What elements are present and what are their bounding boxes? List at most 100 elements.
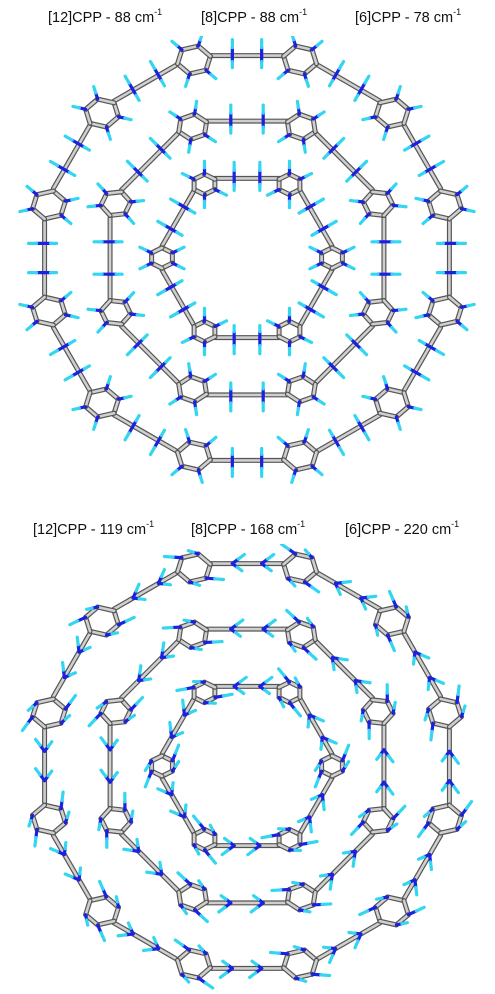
vibration-arrow-tip xyxy=(184,78,190,88)
bond-highlight xyxy=(120,639,181,700)
vibration-arrow-tip xyxy=(264,565,273,573)
phenylene-unit xyxy=(260,826,319,853)
vibration-arrow-tip xyxy=(67,170,77,178)
vibration-arrow-tip xyxy=(65,810,71,820)
bond-highlight xyxy=(197,44,212,58)
vibration-arrow-tip xyxy=(306,719,311,729)
vibration-arrow-tip xyxy=(169,197,180,205)
vibration-arrow-tip xyxy=(466,302,476,308)
bond-highlight xyxy=(150,754,164,763)
vibration-arrow-tip xyxy=(456,684,461,696)
vibration-arrow-tip xyxy=(296,817,306,824)
vibration-arrow-tip xyxy=(194,646,203,652)
vibration-arrow-tip xyxy=(248,836,257,844)
bond-highlight xyxy=(431,803,451,811)
vibration-arrow-tip xyxy=(106,375,112,385)
vibration-arrow-tip xyxy=(267,618,277,627)
vibration-arrow-tip xyxy=(191,814,201,825)
label-sep: - xyxy=(246,9,260,26)
vibration-arrow-tip xyxy=(197,879,204,887)
bond-highlight xyxy=(386,895,406,903)
bond-highlight xyxy=(203,680,217,689)
bond-highlight xyxy=(382,204,395,217)
vibration-arrow-tip xyxy=(143,677,153,682)
bond-highlight xyxy=(315,921,382,961)
vibration-arrow-tip xyxy=(175,731,185,737)
vibration-arrow-tip xyxy=(213,577,226,582)
vibration-arrow-tip xyxy=(48,159,60,168)
label-value: 220 xyxy=(403,521,428,538)
bond-highlight xyxy=(402,108,410,125)
vibration-arrow-tip xyxy=(198,474,204,484)
vibration-arrow-tip xyxy=(314,197,325,205)
vibration-arrow-tip xyxy=(414,885,419,897)
phenylene-unit xyxy=(83,879,121,943)
phenylene-unit xyxy=(170,36,218,88)
vibration-arrow-tip xyxy=(188,301,197,308)
vibration-arrow-tip xyxy=(182,907,189,916)
label-8cpp-top: [8]CPP - 88 cm-1 xyxy=(201,7,307,26)
label-sep: - xyxy=(400,9,414,26)
phenylene-unit xyxy=(71,85,133,141)
vibration-arrow-tip xyxy=(180,171,190,179)
vibration-arrow-tip xyxy=(168,720,173,732)
vibration-arrow-tip xyxy=(137,597,147,602)
bond-highlight xyxy=(313,324,374,385)
vibration-arrow-tip xyxy=(176,264,186,271)
vibration-arrow-tip xyxy=(251,894,260,901)
vibration-arrow-tip xyxy=(336,587,342,597)
bond-highlight xyxy=(177,891,183,907)
vibration-arrow-tip xyxy=(176,871,186,881)
label-unit: cm xyxy=(134,9,155,26)
vibration-arrow-tip xyxy=(265,319,275,326)
vibration-arrow-tip xyxy=(343,759,351,768)
vibration-arrow-tip xyxy=(423,712,429,722)
phenylene-unit xyxy=(284,608,318,661)
vibration-arrow-tip xyxy=(345,333,353,341)
vibration-arrow-tip xyxy=(162,582,172,587)
panel-bottom: [12]CPP - 119 cm-1 [8]CPP - 168 cm-1 [6]… xyxy=(0,497,495,994)
vibration-arrow-tip xyxy=(336,370,346,380)
vibration-arrow-tip xyxy=(95,703,104,710)
vibration-arrow-tip xyxy=(78,866,83,876)
vibration-arrow-tip xyxy=(246,848,256,857)
vibration-arrow-tip xyxy=(337,59,346,71)
bond-highlight xyxy=(311,117,317,133)
vibration-arrow-tip xyxy=(317,398,326,406)
bond-highlight xyxy=(386,387,406,395)
vibration-arrow-tip xyxy=(71,104,81,110)
vibration-arrow-tip xyxy=(20,721,30,733)
vibration-arrow-tip xyxy=(134,93,141,103)
vibration-arrow-tip xyxy=(170,39,179,48)
vibration-arrow-tip xyxy=(382,131,388,141)
bond-highlight xyxy=(298,189,334,248)
bond-highlight xyxy=(35,319,55,327)
label-value: 88 xyxy=(259,9,276,26)
bond-highlight xyxy=(120,324,181,385)
vibration-arrow-tip xyxy=(198,36,204,42)
vibration-arrow-tip xyxy=(327,78,335,88)
vibration-arrow-tip xyxy=(374,628,380,637)
vibration-arrow-tip xyxy=(310,279,319,286)
bond-highlight xyxy=(298,697,334,756)
vibration-arrow-tip xyxy=(348,313,359,318)
bond-highlight xyxy=(303,570,318,584)
bond-highlight xyxy=(282,966,297,980)
vibration-arrow-tip xyxy=(420,134,431,142)
vibration-arrow-tip xyxy=(82,145,92,152)
bond-highlight xyxy=(31,295,46,309)
vibration-arrow-tip xyxy=(63,134,74,142)
vibration-arrow-tip xyxy=(297,208,306,215)
vibration-arrow-tip xyxy=(197,944,205,952)
vibration-arrow-tip xyxy=(161,641,166,652)
cpp-ring-12 xyxy=(18,36,476,484)
vibration-arrow-tip xyxy=(135,313,146,318)
vibration-arrow-tip xyxy=(48,847,60,854)
bond-highlight xyxy=(282,44,297,58)
vibration-arrow-tip xyxy=(336,136,346,146)
bond-highlight xyxy=(294,44,314,52)
bond-highlight xyxy=(315,413,382,453)
vibration-arrow-tip xyxy=(309,585,321,594)
vibration-arrow-tip xyxy=(374,896,384,901)
vibration-arrow-tip xyxy=(92,421,98,431)
